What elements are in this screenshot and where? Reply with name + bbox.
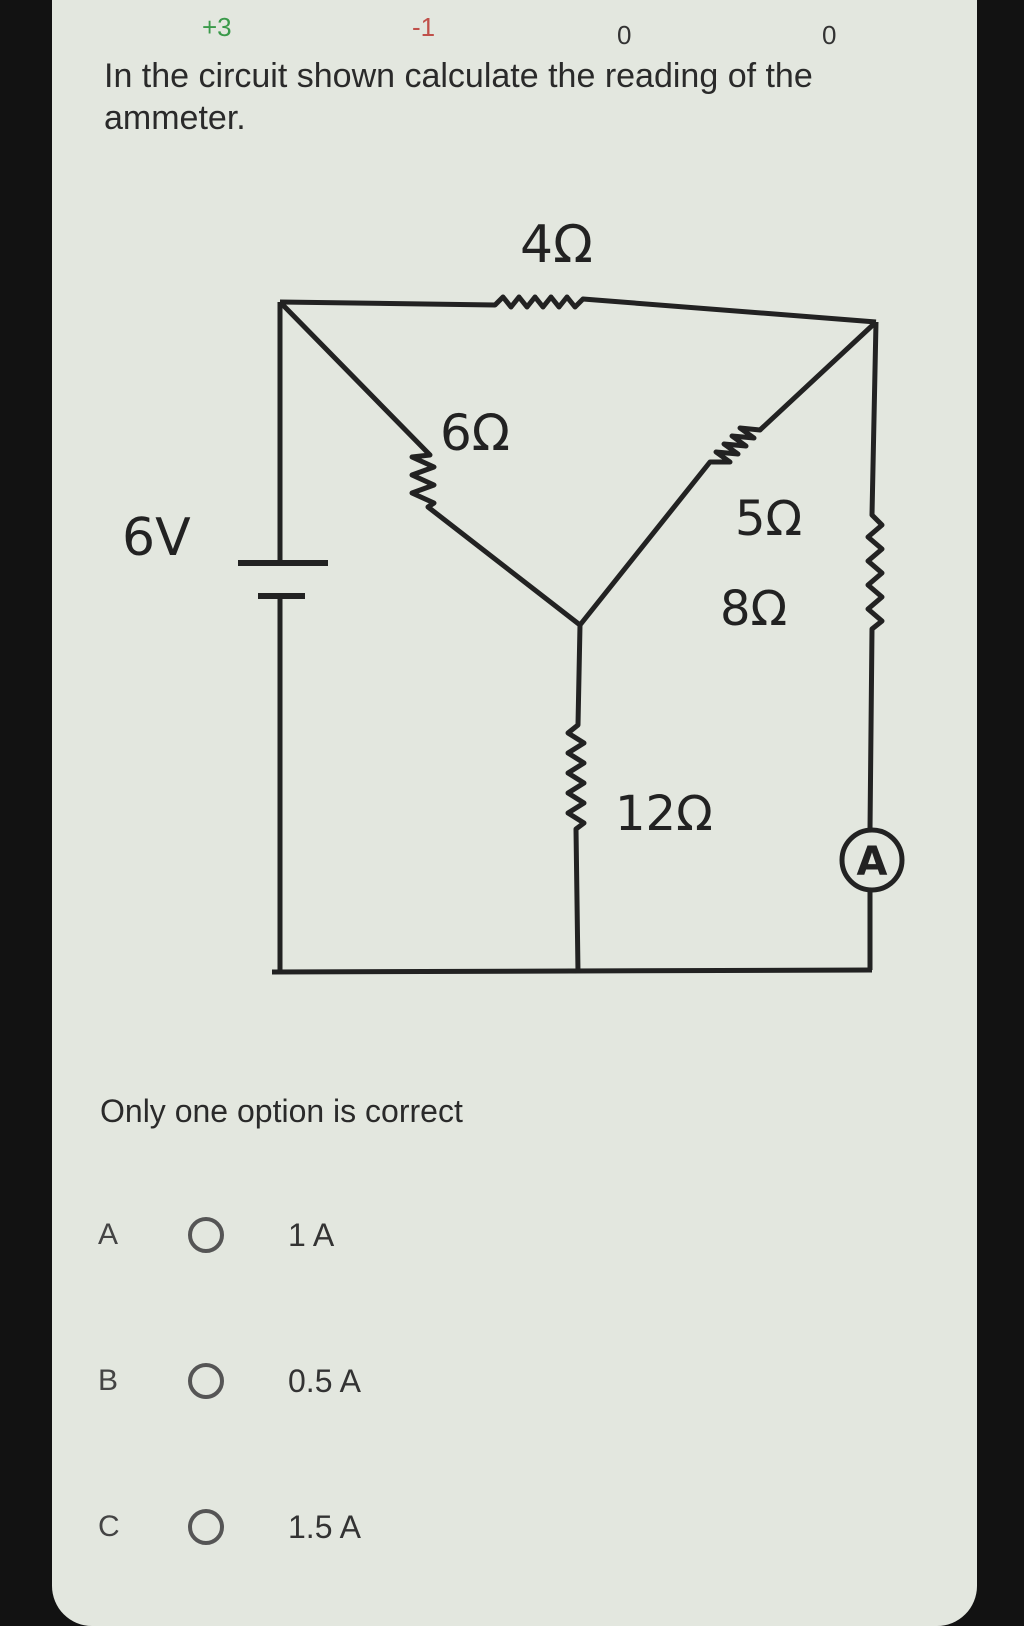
score-wrong: -1 — [412, 12, 436, 42]
ammeter-label: A — [857, 839, 888, 885]
score-no-answer: 0 — [822, 20, 837, 50]
score-unattempted: 0 — [617, 20, 632, 50]
label-5ohm: 5Ω — [735, 491, 802, 547]
instruction-text: Only one option is correct — [100, 1093, 463, 1129]
label-12ohm: 12Ω — [615, 786, 713, 842]
question-text: In the circuit shown calculate the readi… — [104, 57, 813, 137]
option-value: 1.5 A — [288, 1508, 361, 1545]
option-c[interactable]: C 1.5 A — [98, 1502, 361, 1552]
option-value: 1 A — [288, 1216, 335, 1253]
option-letter: A — [98, 1218, 119, 1251]
circuit-diagram: A 4Ω 6Ω 5Ω 8Ω 12Ω 6V — [122, 215, 905, 975]
wire-left-diag — [278, 300, 582, 627]
option-letter: C — [98, 1510, 120, 1543]
battery-icon — [238, 560, 328, 599]
wire-right — [865, 321, 885, 970]
label-8ohm: 8Ω — [720, 581, 787, 637]
wire-right-diag — [578, 320, 878, 627]
ammeter-icon — [839, 827, 905, 893]
label-battery: 6V — [122, 508, 191, 568]
option-a[interactable]: A 1 A — [98, 1210, 334, 1260]
radio-button[interactable] — [188, 1363, 224, 1399]
quiz-screen: +3 -1 0 0 In the circuit shown calculate… — [52, 0, 977, 1626]
score-correct: +3 — [202, 12, 232, 42]
wire-bottom — [271, 967, 873, 975]
wire-center — [565, 624, 587, 973]
option-value: 0.5 A — [288, 1362, 361, 1399]
option-b[interactable]: B 0.5 A — [98, 1356, 361, 1406]
option-letter: B — [98, 1364, 119, 1397]
radio-button[interactable] — [188, 1217, 224, 1253]
label-4ohm: 4Ω — [520, 215, 593, 275]
wire-top — [279, 294, 877, 325]
label-6ohm: 6Ω — [440, 404, 510, 462]
radio-button[interactable] — [188, 1509, 224, 1545]
